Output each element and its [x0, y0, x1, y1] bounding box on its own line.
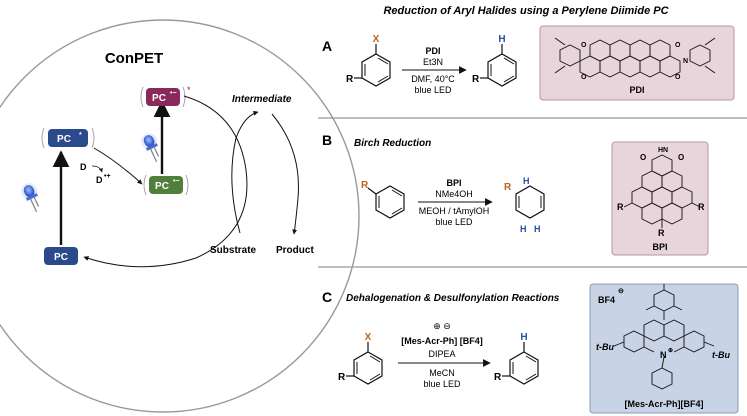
pdi-oxygen-2: O: [581, 74, 587, 81]
pc-anion-box: [149, 176, 183, 194]
arene-product-structure: H R: [472, 34, 517, 87]
c-product-r-label: R: [494, 372, 502, 383]
r-group-label: R: [346, 74, 354, 85]
condition-mecn-label: MeCN: [429, 368, 455, 378]
intermediate-to-product-arrow: [271, 113, 299, 235]
arene-substrate-structure: R: [361, 180, 405, 219]
c-halide-x-label: X: [365, 332, 372, 343]
electron-transfer-arrow: [93, 147, 143, 185]
pc-excited-box: [48, 129, 88, 147]
pc-excited-node: PC *: [41, 127, 95, 149]
section-b-letter: B: [322, 132, 332, 148]
mes-acr-label: [Mes-Acr-Ph][BF4]: [624, 399, 703, 409]
pc-anion-excited-node: PC •− *: [140, 85, 191, 108]
pc-anion-excited-label: PC: [152, 93, 166, 104]
pc-ground-box: [44, 247, 78, 265]
section-c-letter: C: [322, 289, 332, 305]
section-a-letter: A: [322, 38, 332, 54]
cyclohexadiene-product-structure: R H H H: [504, 176, 545, 234]
pdi-label: PDI: [629, 85, 644, 95]
intermediate-label: Intermediate: [232, 94, 292, 105]
arene-product-c-structure: H R: [494, 332, 539, 385]
hydrogen-label: H: [498, 34, 505, 45]
substrate-label: Substrate: [210, 245, 257, 256]
bpi-r-left: R: [617, 202, 624, 212]
pc-excited-label: PC: [57, 134, 71, 145]
conpet-circle: [0, 19, 360, 413]
pc-anion-excited-charge: •−: [170, 90, 177, 97]
pdi-catalyst-box: O O O O N PDI: [539, 25, 735, 101]
pc-excited-star: *: [79, 132, 82, 139]
pc-anion-label: PC: [155, 181, 169, 192]
scheme-title: Reduction of Aryl Halides using a Peryle…: [383, 5, 669, 17]
blue-led-icon: [21, 183, 40, 213]
reagent-bpi-label: BPI: [446, 178, 461, 188]
pdi-oxygen-4: O: [675, 74, 681, 81]
condition-solvent-label: MEOH / tAmylOH: [419, 206, 490, 216]
donor-label: D: [80, 162, 87, 172]
donor-radical-cation-label: D: [96, 175, 103, 185]
c-r-group-label: R: [338, 372, 346, 383]
bpi-r-right: R: [698, 202, 705, 212]
conpet-title: ConPET: [105, 50, 163, 67]
pc-anion-excited-box: [146, 88, 180, 106]
b-hydrogen-top-label: H: [523, 176, 530, 186]
mes-acr-catalyst-box: BF4 ⊖ t-Bu t-Bu N ⊕ [Mes-Acr-Ph][BF4]: [589, 283, 739, 414]
pdi-oxygen-3: O: [675, 42, 681, 49]
reagent-dipea-label: DIPEA: [428, 349, 455, 359]
acridinium-charge: ⊕: [668, 348, 673, 354]
bpi-label: BPI: [652, 242, 667, 252]
pc-ground-label: PC: [54, 252, 68, 263]
condition-dmf-label: DMF, 40°C: [411, 74, 455, 84]
pc-anion-charge: •−: [173, 178, 180, 185]
bpi-nh: HN: [658, 147, 668, 154]
condition-led-b-label: blue LED: [435, 217, 473, 227]
pdi-oxygen-1: O: [581, 42, 587, 49]
pc-ground-node: PC: [44, 247, 78, 265]
halide-x-label: X: [373, 34, 380, 45]
condition-led-c-label: blue LED: [423, 379, 461, 389]
tbu-left-label: t-Bu: [596, 342, 614, 352]
condition-led-label: blue LED: [414, 85, 452, 95]
section-c-title: Dehalogenation & Desulfonylation Reactio…: [346, 293, 560, 304]
b-product-r-label: R: [504, 182, 512, 193]
acridinium-nitrogen: N: [660, 350, 667, 360]
bf4-charge: ⊖: [618, 288, 624, 295]
bpi-r-bottom: R: [658, 228, 665, 238]
reagent-nme4oh-label: NMe4OH: [435, 189, 473, 199]
product-r-label: R: [472, 74, 480, 85]
b-r-group-label: R: [361, 180, 369, 191]
blue-led-icon: [141, 133, 160, 163]
tbu-right-label: t-Bu: [712, 350, 730, 360]
b-hydrogen-bottom-right: H: [534, 224, 541, 234]
bpi-catalyst-box: O O HN R R R BPI: [611, 141, 709, 256]
donor-oxidation-arrow: [91, 165, 103, 173]
donor-radical-cation-charge: •+: [104, 173, 111, 180]
pc-anion-node: PC •−: [143, 174, 189, 196]
pc-anion-excited-star: *: [187, 85, 191, 95]
bpi-oxygen-left: O: [640, 153, 646, 162]
catalyst-charges-label: ⊕ ⊖: [433, 321, 451, 331]
product-label: Product: [276, 245, 314, 256]
reagent-pdi-label: PDI: [425, 46, 440, 56]
pdi-nitrogen: N: [683, 58, 688, 65]
section-b-title: Birch Reduction: [354, 138, 431, 149]
aryl-halide-structure: X R: [346, 34, 391, 87]
b-hydrogen-bottom-left: H: [520, 224, 527, 234]
c-hydrogen-label: H: [520, 332, 527, 343]
reagent-mes-acr-label: [Mes-Acr-Ph] [BF4]: [401, 336, 483, 346]
aryl-halide-c-structure: X R: [338, 332, 383, 385]
bpi-oxygen-right: O: [678, 153, 684, 162]
substrate-to-intermediate-arrow: [231, 110, 259, 234]
reagent-et3n-label: Et3N: [423, 57, 443, 67]
bf4-anion-label: BF4: [598, 295, 615, 305]
